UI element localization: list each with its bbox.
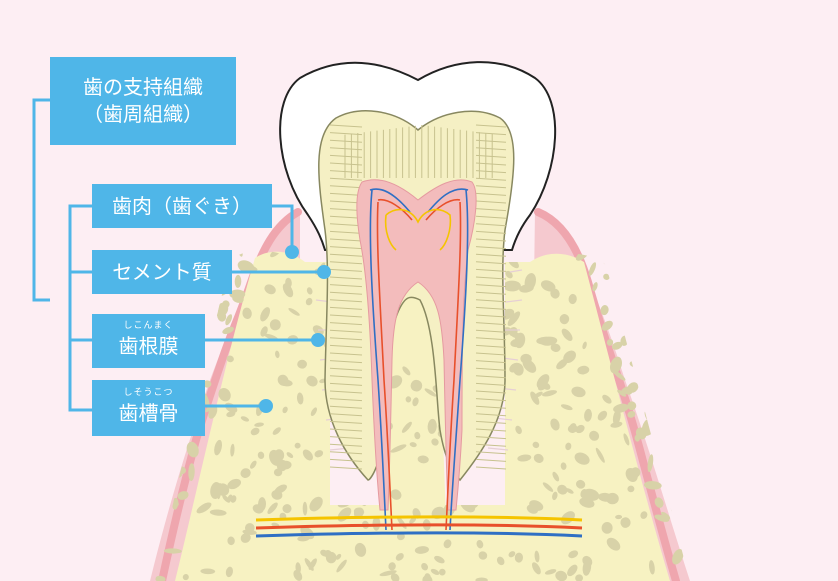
connector-dot: [311, 333, 325, 347]
connector-dot: [317, 265, 331, 279]
pulp-artery-right: [425, 198, 462, 531]
connectors: [32, 98, 324, 412]
label-support-subtitle: （歯周組織）: [83, 102, 203, 126]
label-cementum: セメント質: [92, 250, 232, 294]
label-pdl-text: 歯根膜: [118, 334, 179, 358]
label-support-tissue: 歯の支持組織 （歯周組織）: [50, 57, 236, 145]
label-bone-ruby: しそうこつ: [123, 388, 174, 398]
nerve-bundle: [255, 515, 583, 522]
connector-dot: [259, 399, 273, 413]
label-alveolar-bone: しそうこつ 歯槽骨: [92, 380, 205, 436]
alveolar-bone-septum: [386, 292, 446, 520]
dentin-tubules: [329, 124, 507, 470]
label-support-title: 歯の支持組織: [83, 75, 203, 99]
vein-bundle: [255, 531, 583, 538]
alveolar-bone-base: [175, 505, 670, 581]
label-periodontal-ligament: しこんまく 歯根膜: [92, 314, 205, 368]
artery-bundle: [255, 523, 583, 530]
pulp-vein-left: [369, 188, 411, 531]
label-bone-text: 歯槽骨: [118, 401, 179, 425]
label-gingiva: 歯肉（歯ぐき）: [92, 184, 272, 228]
connector-dot: [285, 245, 299, 259]
pulp-vein-right: [427, 188, 469, 531]
label-pdl-ruby: しこんまく: [123, 321, 174, 331]
pulp-nerve: [384, 208, 452, 251]
pulp-artery-left: [376, 198, 413, 531]
label-gingiva-text: 歯肉（歯ぐき）: [112, 193, 252, 218]
label-cementum-text: セメント質: [112, 259, 212, 284]
